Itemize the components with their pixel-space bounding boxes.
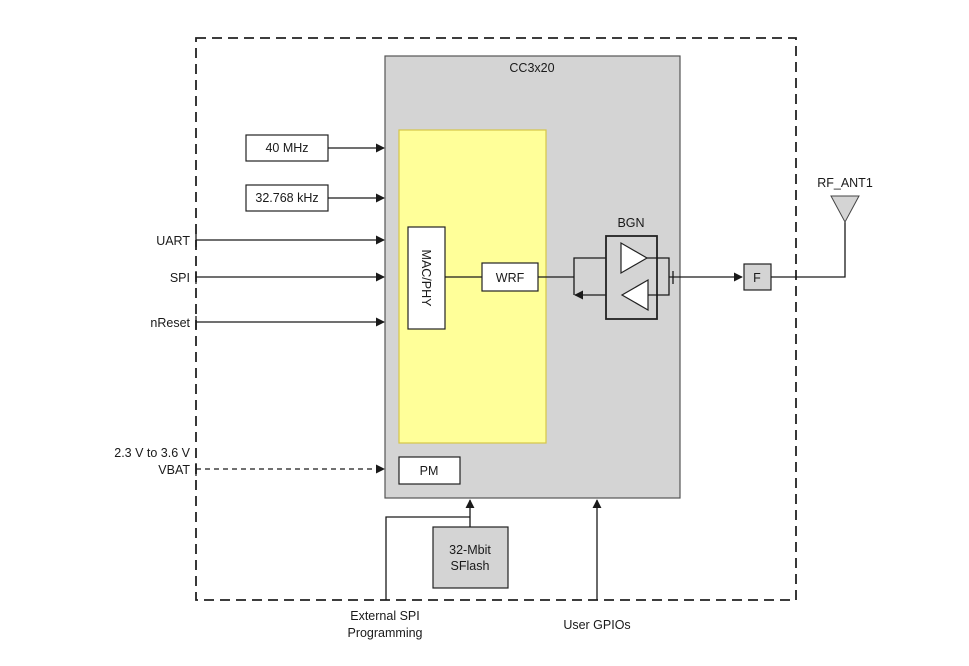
user-gpios-label: User GPIOs: [563, 618, 630, 632]
chip-title: CC3x20: [509, 61, 554, 75]
ext-spi-label-line2: Programming: [347, 626, 422, 640]
bgn-label: BGN: [617, 216, 644, 230]
filter-box: [743, 263, 772, 291]
wrf-label: WRF: [496, 271, 525, 285]
pm-label: PM: [420, 464, 439, 478]
clock-32khz-label: 32.768 kHz: [255, 191, 318, 205]
ext-spi-wire: [385, 516, 470, 600]
macphy-label: MAC/PHY: [419, 250, 433, 308]
antenna-label: RF_ANT1: [817, 176, 873, 190]
uart-label: UART: [156, 234, 190, 248]
ext-spi-label-line1: External SPI: [350, 609, 419, 623]
wrf-box: [481, 262, 539, 292]
bgn-tx-wire: [573, 253, 619, 295]
antenna-icon: [830, 195, 860, 224]
sflash-line1: 32-Mbit: [449, 543, 491, 557]
tx-amplifier-icon: [620, 241, 649, 275]
sflash-line2: SFlash: [451, 559, 490, 573]
filter-label: F: [753, 271, 761, 285]
antenna-wire: [771, 222, 846, 278]
macphy-box: [407, 226, 446, 330]
clock-40mhz-label: 40 MHz: [265, 141, 308, 155]
spi-label: SPI: [170, 271, 190, 285]
vbat-label: VBAT: [158, 463, 190, 477]
module-boundary: [195, 37, 797, 601]
vbat-range-label: 2.3 V to 3.6 V: [114, 446, 190, 460]
nreset-label: nReset: [150, 316, 190, 330]
pm-box: [398, 456, 461, 485]
sflash-box: [432, 526, 509, 589]
